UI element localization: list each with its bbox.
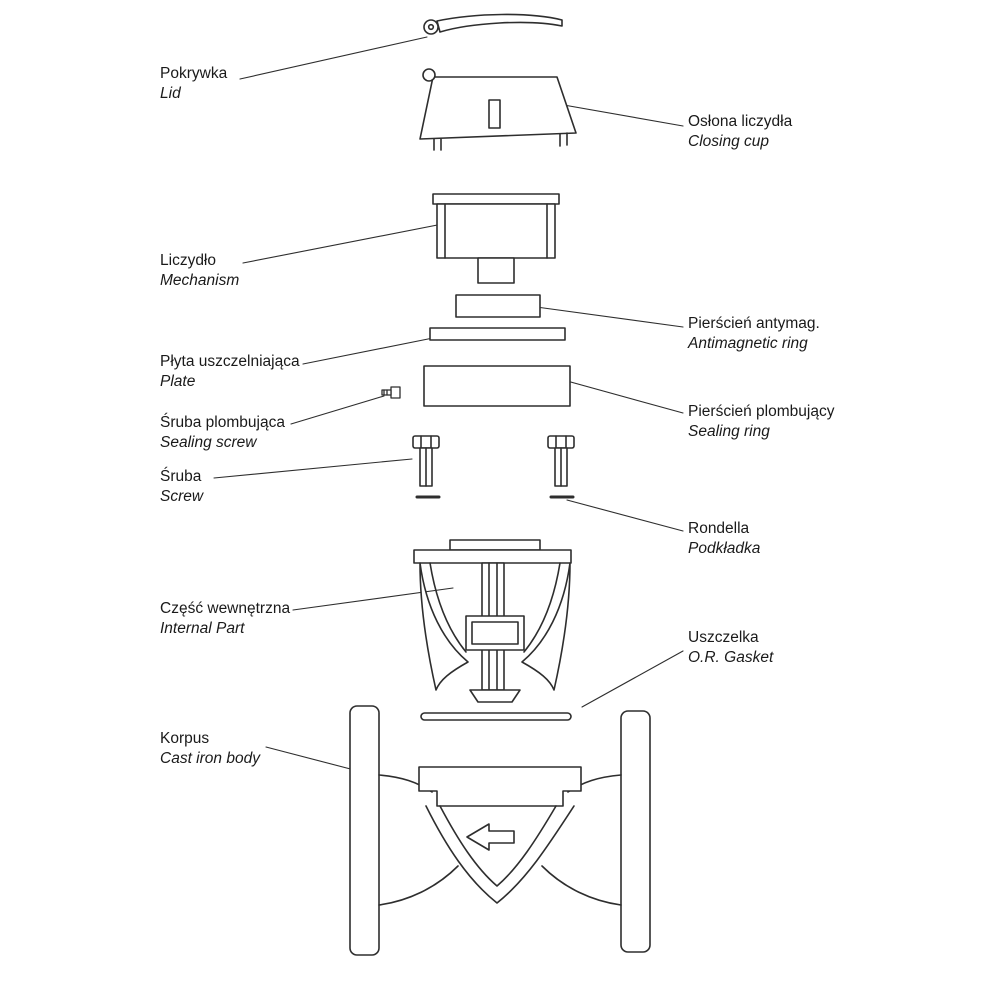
body-drawing xyxy=(349,705,651,956)
label-screw-en: Screw xyxy=(160,488,204,505)
label-sealing-ring-en: Sealing ring xyxy=(688,423,770,440)
leader-washer xyxy=(566,499,684,532)
label-plate-en: Plate xyxy=(160,373,196,390)
label-closing-cup-en: Closing cup xyxy=(688,133,769,150)
label-internal-part-pl: Część wewnętrzna xyxy=(160,600,291,617)
label-sealing-ring-pl: Pierścień plombujący xyxy=(688,403,835,420)
label-mechanism: Liczydło Mechanism xyxy=(160,251,239,291)
label-sealing-screw-en: Sealing screw xyxy=(160,434,257,451)
label-washer: Rondella Podkładka xyxy=(688,519,760,559)
label-sealing-ring: Pierścień plombujący Sealing ring xyxy=(688,402,834,442)
sealing-screw-drawing xyxy=(381,386,401,399)
label-body: Korpus Cast iron body xyxy=(160,729,260,769)
label-washer-pl: Rondella xyxy=(688,520,750,537)
antimagnetic-ring-drawing xyxy=(455,294,541,318)
label-lid: Pokrywka Lid xyxy=(160,64,227,104)
label-sealing-screw: Śruba plombująca Sealing screw xyxy=(160,413,285,453)
mechanism-drawing xyxy=(432,193,560,284)
label-sealing-screw-pl: Śruba plombująca xyxy=(160,414,285,431)
label-gasket: Uszczelka O.R. Gasket xyxy=(688,628,773,668)
label-gasket-pl: Uszczelka xyxy=(688,629,759,646)
leader-sealing-ring xyxy=(566,380,684,414)
label-closing-cup: Osłona liczydła Closing cup xyxy=(688,112,792,152)
gasket-drawing xyxy=(420,712,572,721)
screw-left xyxy=(412,435,440,487)
label-body-pl: Korpus xyxy=(160,730,210,747)
label-lid-en: Lid xyxy=(160,85,181,102)
label-plate: Płyta uszczelniająca Plate xyxy=(160,352,300,392)
label-antimagnetic-ring-en: Antimagnetic ring xyxy=(688,335,808,352)
label-washer-en: Podkładka xyxy=(688,540,761,557)
label-closing-cup-pl: Osłona liczydła xyxy=(688,113,793,130)
closing-cup-drawing xyxy=(419,68,577,151)
leader-plate xyxy=(302,337,434,365)
leader-antimagnetic-ring xyxy=(528,305,684,328)
leader-screw xyxy=(213,458,413,479)
lid-drawing xyxy=(423,13,563,35)
label-body-en: Cast iron body xyxy=(160,750,260,767)
flow-arrow-icon xyxy=(466,823,515,851)
label-internal-part-en: Internal Part xyxy=(160,620,245,637)
label-lid-pl: Pokrywka xyxy=(160,65,228,82)
screw-right xyxy=(547,435,575,487)
label-antimagnetic-ring: Pierścień antymag. Antimagnetic ring xyxy=(688,314,820,354)
label-mechanism-en: Mechanism xyxy=(160,272,240,289)
leader-gasket xyxy=(581,650,684,708)
label-mechanism-pl: Liczydło xyxy=(160,252,216,269)
internal-part-drawing xyxy=(413,539,572,703)
sealing-ring-drawing xyxy=(423,365,571,407)
label-antimagnetic-ring-pl: Pierścień antymag. xyxy=(688,315,820,332)
label-plate-pl: Płyta uszczelniająca xyxy=(160,353,300,370)
screw-drawings xyxy=(412,435,575,487)
leader-sealing-screw xyxy=(290,395,385,425)
label-internal-part: Część wewnętrzna Internal Part xyxy=(160,599,290,639)
label-gasket-en: O.R. Gasket xyxy=(688,649,774,666)
label-screw: Śruba Screw xyxy=(160,467,203,507)
leader-body xyxy=(265,746,363,773)
leader-mechanism xyxy=(242,218,469,264)
label-screw-pl: Śruba xyxy=(160,468,202,485)
plate-drawing xyxy=(429,327,566,341)
leader-lid xyxy=(239,36,428,80)
